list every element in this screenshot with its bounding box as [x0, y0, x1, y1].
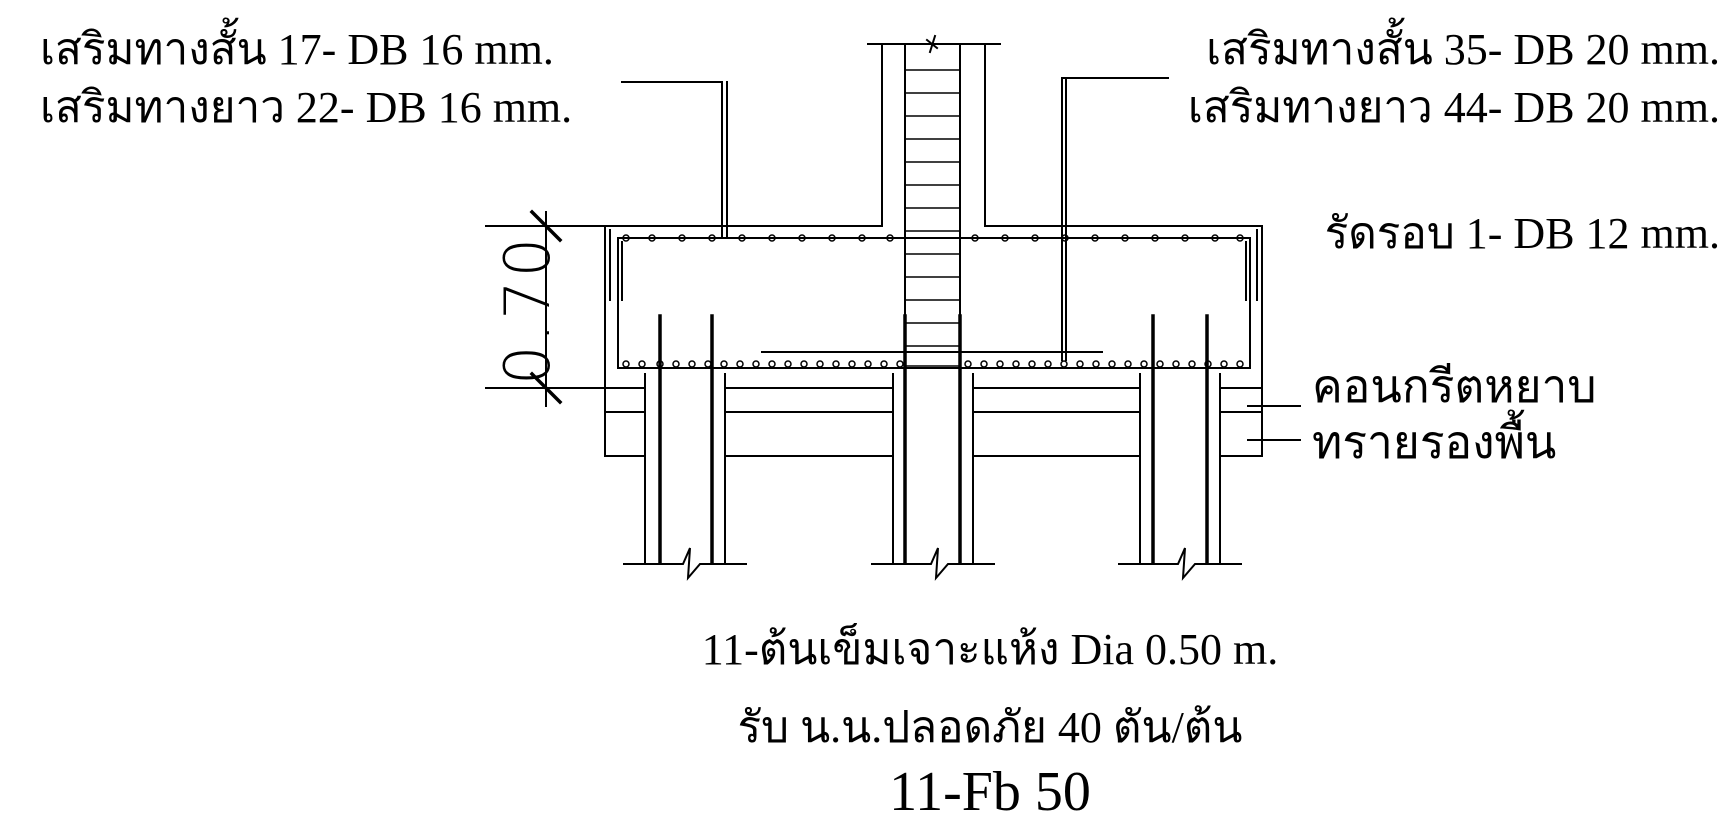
pile-spec-label: 11-ต้นเข็มเจาะแห้ง Dia 0.50 m.: [701, 625, 1279, 674]
column-stirrups: [904, 69, 961, 367]
tie-bar-label: รัดรอบ 1- DB 12 mm.: [1324, 209, 1720, 258]
pile-center: [871, 314, 995, 581]
column-section: [867, 34, 1001, 369]
long-rebar-right-label: เสริมทางยาว 44- DB 20 mm.: [1187, 83, 1720, 132]
tie-bar: [609, 229, 1258, 369]
footing-code-label: 11-Fb 50: [889, 761, 1091, 823]
leader-lines: [621, 77, 1169, 361]
pile-left: [623, 314, 747, 581]
dimension-line: [485, 209, 606, 407]
short-rebar-right-label: เสริมทางสั้น 35- DB 20 mm.: [1206, 25, 1720, 74]
long-rebar-left-label: เสริมทางยาว 22- DB 16 mm.: [40, 83, 573, 132]
footing-outline: [604, 225, 1263, 389]
lean-concrete-label: คอนกรีตหยาบ: [1312, 361, 1597, 412]
bottom-rebar-dots: [622, 360, 1244, 368]
short-rebar-left-label: เสริมทางสั้น 17- DB 16 mm.: [40, 25, 554, 74]
top-rebar-dots: [622, 234, 1244, 242]
thickness-dimension-label: 0.70: [491, 234, 564, 386]
sand-base-label: ทรายรองพื้น: [1312, 417, 1557, 468]
base-layers: [604, 387, 1301, 457]
pile-right: [1118, 314, 1242, 581]
safe-load-label: รับ น.น.ปลอดภัย 40 ตัน/ต้น: [737, 703, 1243, 752]
